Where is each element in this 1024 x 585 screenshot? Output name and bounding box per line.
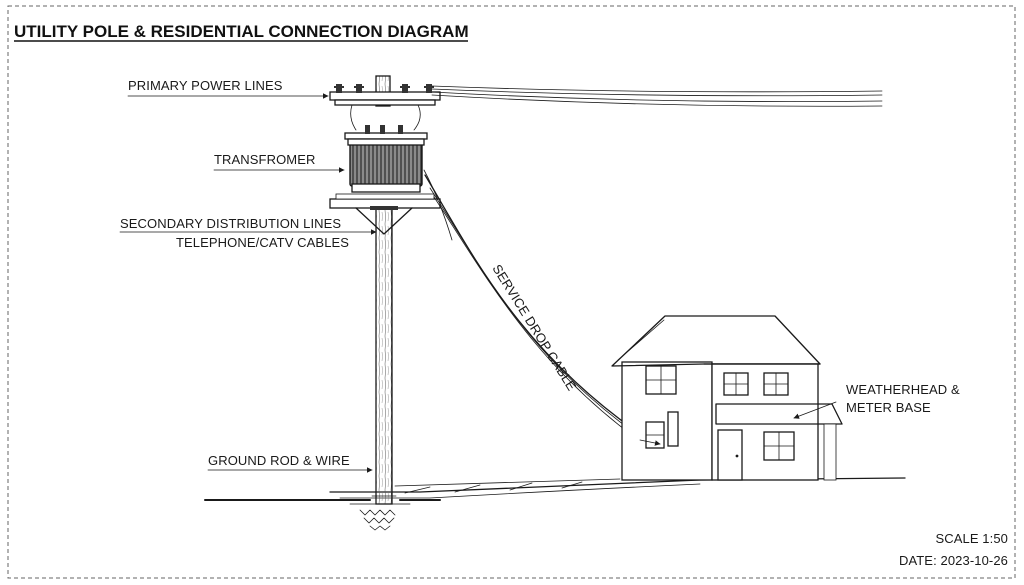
window	[723, 372, 749, 396]
transformer	[344, 125, 453, 241]
scale-text: SCALE 1:50	[935, 531, 1008, 546]
top-crossarm	[329, 84, 441, 131]
service-drop-cable	[424, 174, 655, 449]
date-text: DATE: 2023-10-26	[899, 553, 1008, 568]
door	[717, 429, 743, 481]
label-secondary-distribution: SECONDARY DISTRIBUTION LINES	[120, 216, 341, 231]
label-weatherhead-line1: WEATHERHEAD &	[846, 382, 960, 397]
label-telephone-catv: TELEPHONE/CATV CABLES	[176, 235, 349, 250]
callout-leaders	[119, 93, 837, 473]
insulator-icon	[334, 84, 434, 93]
house	[611, 315, 843, 481]
label-weatherhead-line2: METER BASE	[846, 400, 931, 415]
window	[645, 421, 665, 449]
label-primary-power-lines: PRIMARY POWER LINES	[128, 78, 283, 93]
label-transformer: TRANSFROMER	[214, 152, 316, 167]
window	[763, 431, 795, 461]
window	[645, 365, 677, 395]
window	[763, 372, 789, 396]
ground-rod-hatch	[349, 503, 411, 531]
label-ground-rod: GROUND ROD & WIRE	[208, 453, 350, 468]
service-drop-label: SERVICE DROP CABLE	[489, 262, 579, 394]
primary-power-lines	[431, 85, 883, 107]
sheet-border	[7, 5, 1016, 579]
ground-surface	[204, 477, 906, 501]
meter-base	[667, 411, 679, 447]
diagram-title: UTILITY POLE & RESIDENTIAL CONNECTION DI…	[14, 22, 469, 41]
